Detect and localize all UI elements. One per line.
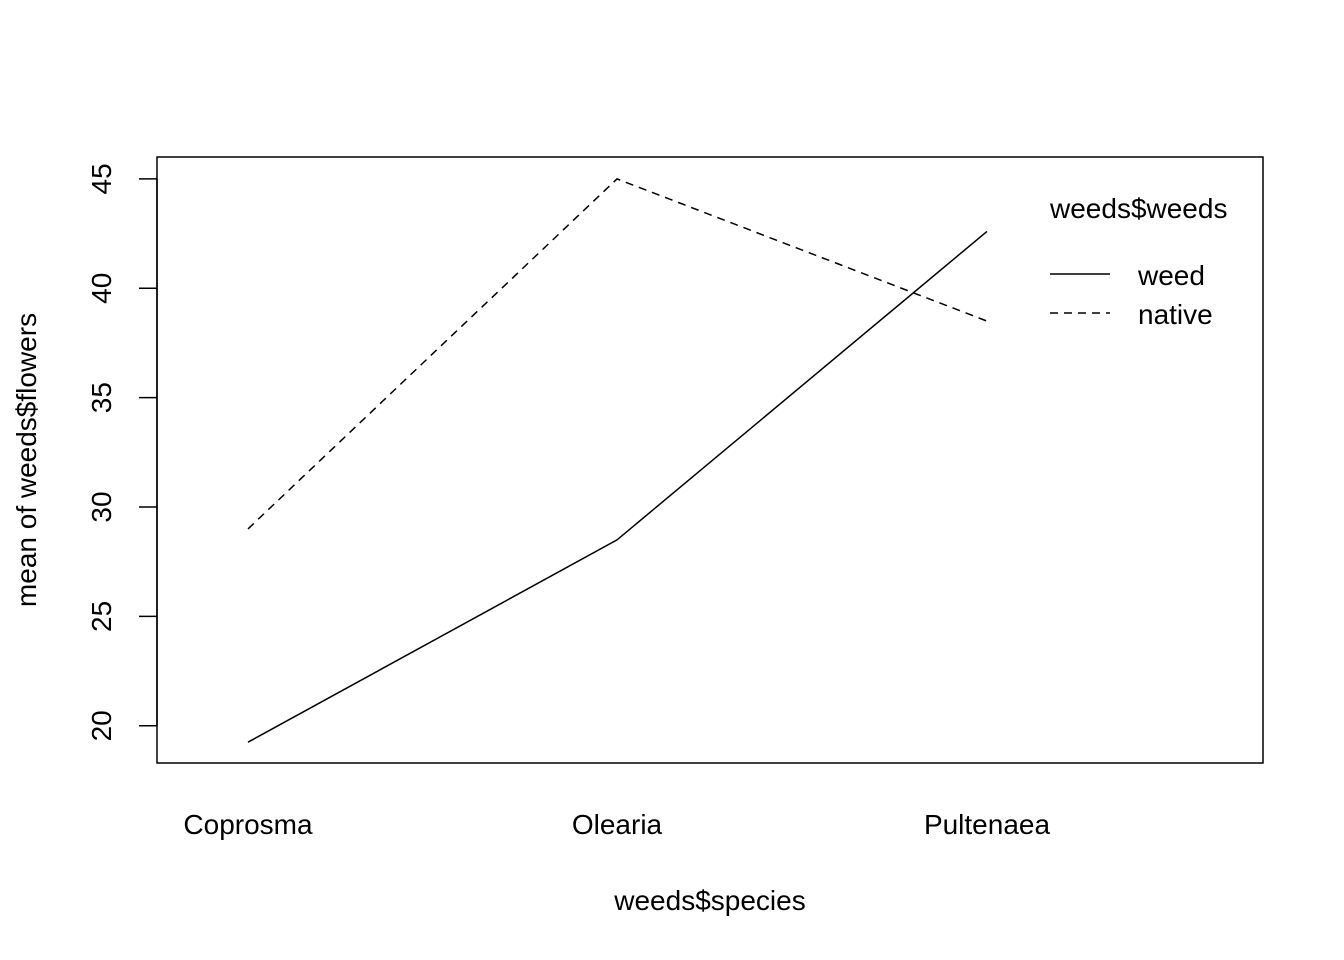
y-tick-label: 35 <box>86 382 117 413</box>
legend: weeds$weeds weed native <box>1049 193 1227 330</box>
plot-frame <box>156 156 1264 764</box>
series-layer <box>247 178 988 743</box>
legend-title: weeds$weeds <box>1049 193 1227 224</box>
series-line-native <box>247 178 988 530</box>
x-axis-tick-labels: Coprosma Olearia Pultenaea <box>183 809 1050 840</box>
series-line-weed <box>247 230 988 743</box>
x-tick-label: Pultenaea <box>924 809 1051 840</box>
legend-label-weed: weed <box>1137 260 1205 291</box>
y-tick-label: 25 <box>86 601 117 632</box>
x-axis-label: weeds$species <box>613 885 805 916</box>
x-tick-label: Coprosma <box>183 809 313 840</box>
y-axis-label: mean of weeds$flowers <box>11 313 42 607</box>
y-tick-label: 30 <box>86 491 117 522</box>
y-tick-label: 45 <box>86 163 117 194</box>
y-tick-label: 40 <box>86 273 117 304</box>
x-tick-label: Olearia <box>572 809 663 840</box>
y-axis: 20 25 30 35 40 45 <box>86 163 158 741</box>
y-tick-label: 20 <box>86 710 117 741</box>
legend-label-native: native <box>1138 299 1213 330</box>
